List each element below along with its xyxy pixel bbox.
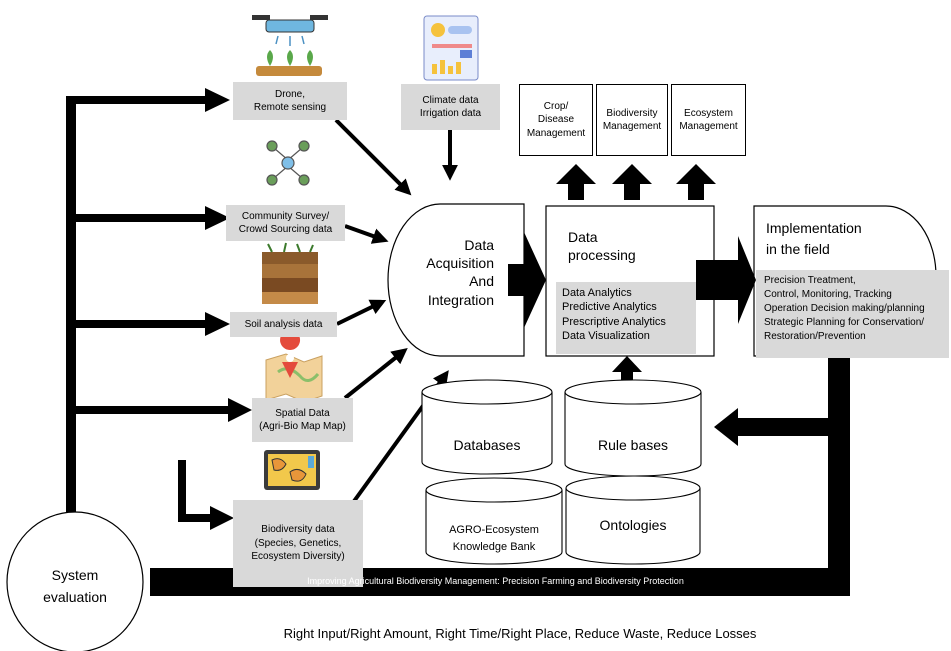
- cylinder-ontologies: [565, 475, 701, 565]
- implementation-item: Precision Treatment,: [764, 275, 856, 286]
- processing-item: Predictive Analytics: [562, 301, 657, 314]
- biodiversity-management-box: Biodiversity Management: [596, 84, 668, 156]
- system-evaluation-label: System evaluation: [43, 567, 107, 606]
- implementation-item: Control, Monitoring, Tracking: [764, 289, 892, 300]
- weather-dashboard-icon: [423, 15, 479, 81]
- evaluation-circle: [6, 511, 144, 651]
- knowledge-bank-label: AGRO-Ecosystem Knowledge Bank: [449, 524, 539, 553]
- implementation-list: Precision Treatment, Control, Monitoring…: [756, 270, 949, 358]
- feedback-left-connector: [66, 88, 252, 616]
- source-community-box: Community Survey/ Crowd Sourcing data: [226, 205, 345, 241]
- source-climate-box: Climate data Irrigation data: [401, 84, 500, 130]
- source-spatial-box: Spatial Data (Agri-Bio Map Map): [252, 398, 353, 442]
- implementation-item: Operation Decision making/planning: [764, 303, 925, 314]
- processing-title: Data processing: [568, 229, 636, 264]
- source-biodiversity-box: Biodiversity data (Species, Genetics, Ec…: [233, 500, 363, 587]
- ontologies-label: Ontologies: [599, 517, 667, 533]
- map-pin-icon: [265, 330, 323, 403]
- management-up-arrows: [556, 164, 716, 200]
- processing-item: Data Visualization: [562, 329, 650, 342]
- implementation-item: Strategic Planning for Conservation/: [764, 317, 925, 328]
- implementation-item: Restoration/Prevention: [764, 331, 866, 342]
- databases-label: Databases: [453, 437, 521, 453]
- source-drone-box: Drone, Remote sensing: [233, 82, 347, 120]
- cylinder-knowledge-bank: [425, 477, 563, 565]
- implementation-title: Implementation in the field: [766, 220, 862, 257]
- crop-disease-management-box: Crop/ Disease Management: [519, 84, 593, 156]
- ecosystem-management-box: Ecosystem Management: [671, 84, 746, 156]
- processing-item: Data Analytics: [562, 287, 632, 299]
- source-soil-box: Soil analysis data: [230, 312, 337, 337]
- acquisition-shape: [387, 203, 525, 357]
- map-screen-icon: [264, 450, 320, 490]
- evaluation-feedback-band: [150, 336, 850, 596]
- stage-arrows: [508, 232, 756, 328]
- cylinder-rulebases: [564, 379, 702, 477]
- soil-layers-icon: [262, 242, 318, 304]
- processing-item: Prescriptive Analytics: [562, 315, 666, 328]
- drone-icon: [252, 15, 328, 76]
- footer-caption: Right Input/Right Amount, Right Time/Rig…: [283, 626, 757, 641]
- band-caption: Improving Agricultural Biodiversity Mana…: [307, 576, 684, 586]
- rulebases-label: Rule bases: [597, 437, 669, 453]
- acquisition-label: Data Acquisition And Integration: [426, 237, 494, 308]
- cylinder-databases: [421, 379, 553, 475]
- processing-list: Data Analytics Predictive Analytics Pres…: [556, 282, 696, 354]
- people-network-icon: [266, 140, 310, 186]
